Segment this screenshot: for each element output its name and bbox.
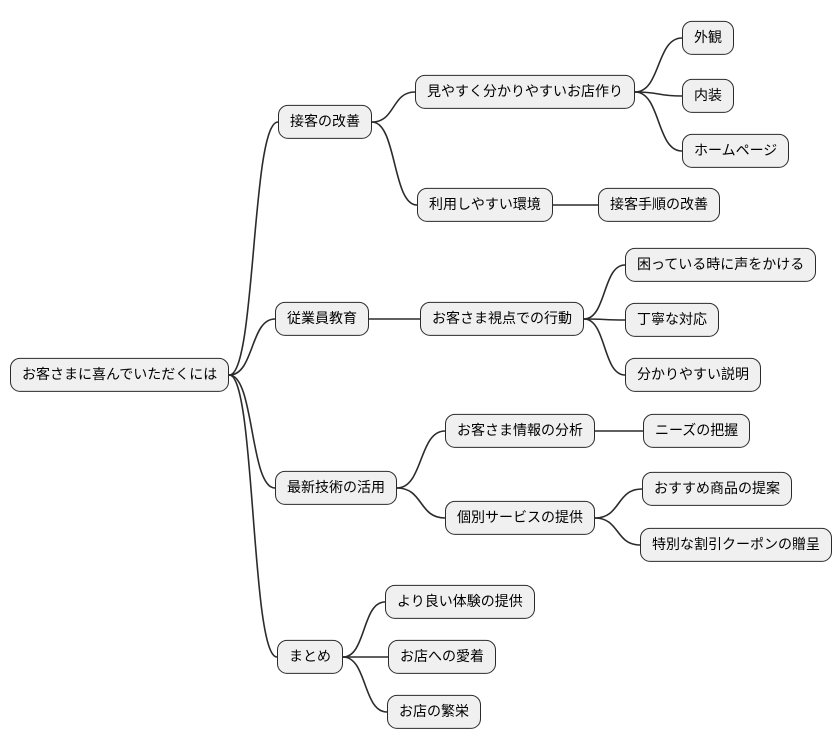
mindmap-node-clear-explanation: 分かりやすい説明 <box>625 357 761 393</box>
mindmap-node-discount-coupon: 特別な割引クーポンの贈呈 <box>640 527 832 563</box>
mindmap-node-personalized-service: 個別サービスの提供 <box>445 500 595 536</box>
mindmap-node-procedure-improvement: 接客手順の改善 <box>598 187 720 223</box>
edge <box>583 318 626 321</box>
edge <box>228 121 279 376</box>
mindmap-node-summary: まとめ <box>277 639 343 675</box>
mindmap-node-better-experience: より良い体験の提供 <box>385 584 535 620</box>
edge <box>371 121 418 206</box>
edge <box>396 487 446 519</box>
edge <box>396 430 446 489</box>
edge <box>342 601 386 658</box>
mindmap-node-interior: 内装 <box>682 78 734 114</box>
mindmap-node-root-goal: お客さまに喜んでいただくには <box>10 357 230 393</box>
mindmap-node-store-attachment: お店への愛着 <box>388 639 496 675</box>
edge <box>594 488 643 519</box>
mindmap-node-polite-response: 丁寧な対応 <box>625 302 719 338</box>
mindmap-node-offer-help: 困っている時に声をかける <box>625 247 817 283</box>
mindmap-node-service-improvement: 接客の改善 <box>278 104 372 140</box>
mindmap-node-store-design: 見やすく分かりやすいお店作り <box>415 74 635 110</box>
edge <box>342 656 388 713</box>
mindmap-node-homepage: ホームページ <box>682 133 790 169</box>
edge <box>634 37 683 93</box>
edge <box>583 264 626 320</box>
edge <box>228 374 278 658</box>
mindmap-node-exterior: 外観 <box>682 20 734 56</box>
edge <box>228 374 276 489</box>
mindmap-node-store-prosperity: お店の繁栄 <box>387 694 481 730</box>
mindmap-node-employee-training: 従業員教育 <box>275 301 369 337</box>
edge <box>371 91 416 123</box>
edge <box>594 517 641 546</box>
edge <box>583 318 626 376</box>
mindmap-node-easy-environment: 利用しやすい環境 <box>417 187 553 223</box>
mindmap-node-latest-technology: 最新技術の活用 <box>275 470 397 506</box>
edge <box>228 318 276 376</box>
edge <box>634 91 683 152</box>
mindmap-node-product-recommendation: おすすめ商品の提案 <box>642 471 792 507</box>
mindmap-node-customer-data-analysis: お客さま情報の分析 <box>445 413 595 449</box>
mindmap-node-needs-grasp: ニーズの把握 <box>643 413 751 449</box>
mindmap-node-customer-perspective: お客さま視点での行動 <box>420 301 584 337</box>
edge <box>634 91 683 97</box>
